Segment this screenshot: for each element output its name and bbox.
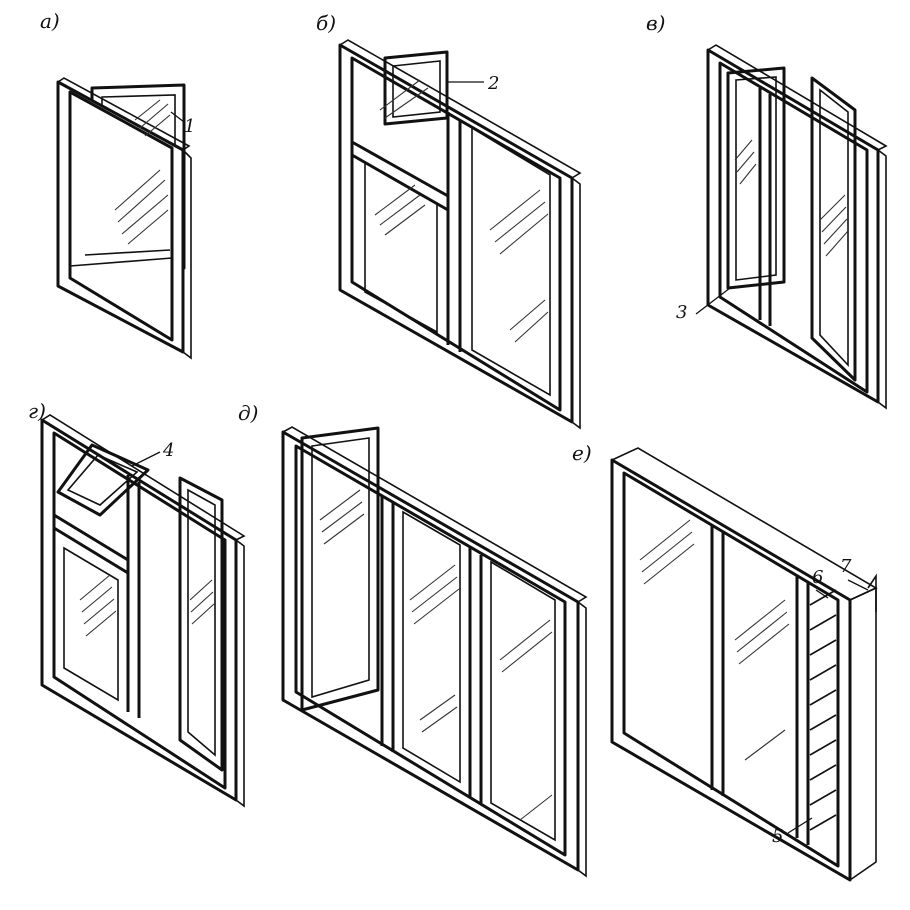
callout-2: 2 bbox=[487, 73, 499, 94]
figure-e: е) 5 6 7 bbox=[572, 441, 878, 882]
figure-label-d: д) bbox=[238, 401, 258, 425]
figure-label-b: б) bbox=[316, 11, 336, 35]
figure-label-a: а) bbox=[40, 9, 60, 33]
callout-5: 5 bbox=[772, 826, 783, 847]
callout-1: 1 bbox=[184, 116, 195, 137]
figure-b: б) 2 bbox=[316, 11, 582, 430]
figure-a: а) 1 bbox=[40, 9, 195, 360]
figure-label-e: е) bbox=[572, 441, 592, 465]
figure-d: д) bbox=[238, 401, 588, 878]
callout-4: 4 bbox=[162, 440, 174, 461]
figure-g: г) 4 bbox=[28, 399, 246, 808]
figure-label-v: в) bbox=[646, 11, 665, 35]
figure-v: в) 3 bbox=[646, 11, 888, 410]
callout-3: 3 bbox=[676, 302, 687, 323]
callout-6: 6 bbox=[812, 567, 823, 588]
callout-7: 7 bbox=[840, 556, 852, 577]
figure-label-g: г) bbox=[28, 399, 46, 423]
